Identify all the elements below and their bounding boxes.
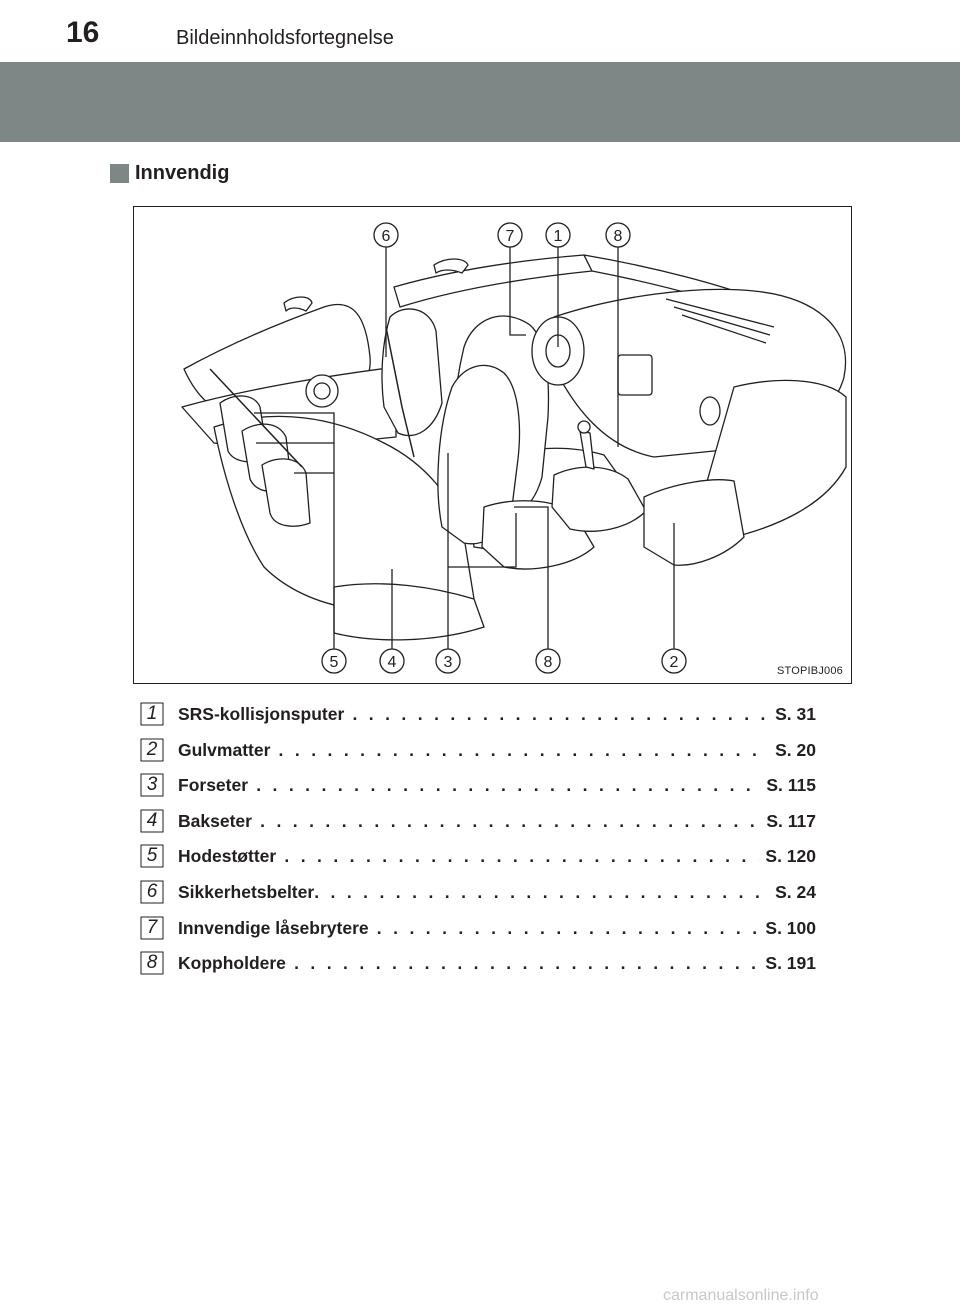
item-number-badge: 8 [140, 951, 164, 975]
callout-3-circle [435, 648, 461, 674]
item-number: 2 [146, 738, 158, 760]
callout-label: 8 [614, 228, 623, 245]
item-number-badge: 3 [140, 773, 164, 797]
item-number-badge: 6 [140, 880, 164, 904]
item-number: 7 [146, 916, 158, 938]
item-number: 6 [146, 880, 158, 902]
watermark[interactable]: carmanualsonline.info [663, 1287, 819, 1304]
callout-4-circle [379, 648, 405, 674]
item-page-ref[interactable]: S. 191 [759, 953, 816, 975]
page-header-title: Bildeinnholdsfortegnelse [176, 27, 394, 49]
item-page-ref[interactable]: S. 115 [760, 775, 816, 797]
item-number-badge: 7 [140, 916, 164, 940]
callout-label: 6 [382, 228, 391, 245]
item-label-text: Innvendige låsebrytere [178, 917, 369, 938]
item-number: 4 [146, 809, 158, 831]
item-label: Innvendige låsebrytere . . . . . . . . .… [178, 917, 816, 938]
list-item: 2 Gulvmatter . . . . . . . . . . . . . .… [140, 736, 840, 772]
section-heading: Innvendig [110, 161, 229, 185]
header-band [0, 62, 960, 142]
callout-label: 5 [330, 654, 339, 671]
item-page-ref[interactable]: S. 117 [760, 810, 816, 832]
item-page-ref[interactable]: S. 20 [769, 739, 816, 761]
callout-5-circle [321, 648, 347, 674]
callout-8-top-circle [605, 222, 631, 248]
list-item: 7 Innvendige låsebrytere . . . . . . . .… [140, 914, 840, 950]
item-number-badge: 5 [140, 844, 164, 868]
item-label: Forseter . . . . . . . . . . . . . . . .… [178, 775, 816, 796]
item-label: Sikkerhetsbelter. . . . . . . . . . . . … [178, 881, 816, 902]
item-label-text: SRS-kollisjonsputer [178, 704, 345, 724]
item-label-text: Bakseter [178, 810, 252, 831]
item-number: 3 [146, 774, 158, 796]
callout-1-circle [545, 222, 571, 248]
callout-6-circle [373, 222, 399, 248]
item-page-ref[interactable]: S. 120 [759, 846, 816, 868]
callout-label: 3 [444, 654, 453, 671]
callout-label: 1 [554, 228, 563, 245]
callout-label: 4 [388, 654, 397, 671]
callout-2-circle [661, 648, 687, 674]
callout-label: 8 [544, 654, 553, 671]
callout-label: 2 [670, 654, 679, 671]
item-list: 1 SRS-kollisjonsputer . . . . . . . . . … [140, 700, 840, 985]
item-label-text: Hodestøtter [178, 846, 277, 867]
item-label-text: Forseter [178, 775, 249, 796]
callout-7-circle [497, 222, 523, 248]
list-item: 3 Forseter . . . . . . . . . . . . . . .… [140, 771, 840, 807]
item-number: 8 [146, 952, 158, 974]
item-label-text: Sikkerhetsbelter [178, 881, 315, 902]
callout-8-bottom-circle [535, 648, 561, 674]
item-number-badge: 4 [140, 809, 164, 833]
list-item: 6 Sikkerhetsbelter. . . . . . . . . . . … [140, 878, 840, 914]
figure-code: STOPIBJ006 [777, 665, 843, 677]
item-label: Hodestøtter . . . . . . . . . . . . . . … [178, 846, 816, 867]
item-label: Koppholdere . . . . . . . . . . . . . . … [178, 953, 816, 974]
item-page-ref[interactable]: S. 24 [769, 881, 816, 903]
item-number-badge: 1 [140, 702, 164, 726]
item-label: SRS-kollisjonsputer . . . . . . . . . . … [178, 704, 816, 724]
list-item: 5 Hodestøtter . . . . . . . . . . . . . … [140, 842, 840, 878]
item-label: Bakseter . . . . . . . . . . . . . . . .… [178, 810, 816, 831]
list-item: 1 SRS-kollisjonsputer . . . . . . . . . … [140, 700, 840, 736]
section-square-icon [110, 163, 129, 183]
item-label: Gulvmatter . . . . . . . . . . . . . . .… [178, 739, 816, 760]
item-number: 5 [146, 845, 158, 867]
item-number-badge: 2 [140, 738, 164, 762]
item-page-ref[interactable]: S. 100 [759, 917, 816, 939]
item-page-ref[interactable]: S. 31 [769, 704, 816, 725]
interior-illustration: 6 7 1 8 5 4 3 8 2 STOPIBJ006 [133, 206, 852, 684]
section-title: Innvendig [135, 161, 230, 184]
list-item: 4 Bakseter . . . . . . . . . . . . . . .… [140, 807, 840, 843]
callout-label: 7 [506, 228, 515, 245]
item-number: 1 [146, 703, 158, 724]
page-number: 16 [66, 16, 100, 49]
item-label-text: Koppholdere [178, 953, 286, 974]
car-interior-drawing: 6 7 1 8 5 4 3 8 2 [181, 222, 847, 674]
item-label-text: Gulvmatter [178, 739, 271, 760]
list-item: 8 Koppholdere . . . . . . . . . . . . . … [140, 949, 840, 985]
